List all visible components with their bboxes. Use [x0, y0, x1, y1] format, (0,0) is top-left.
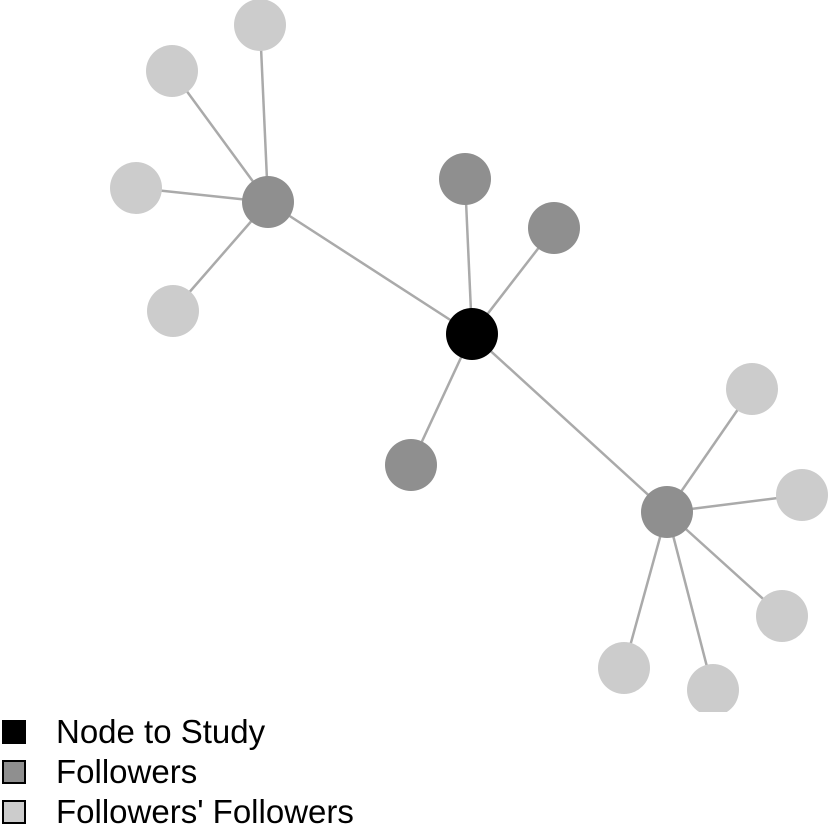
- network-graph: [110, 0, 828, 712]
- edge-center-f5: [471, 333, 668, 513]
- node-f1: [242, 176, 294, 228]
- edge-f5-b5: [622, 511, 669, 669]
- node-a2: [146, 45, 198, 97]
- legend-item-center: Node to Study: [0, 712, 354, 752]
- node-a4: [147, 285, 199, 337]
- node-b1: [726, 363, 778, 415]
- legend-label-followers-followers: Followers' Followers: [56, 793, 354, 830]
- edge-f1-a1: [258, 24, 270, 203]
- legend-label-center: Node to Study: [56, 713, 266, 750]
- node-center: [446, 308, 498, 360]
- node-f4: [385, 439, 437, 491]
- node-f5: [641, 486, 693, 538]
- node-a1: [234, 0, 286, 51]
- node-b4: [687, 664, 739, 712]
- legend: Node to Study Followers Followers' Follo…: [0, 712, 354, 832]
- edge-center-f1: [267, 200, 473, 336]
- node-b5: [598, 642, 650, 694]
- legend-swatch-center: [2, 720, 26, 744]
- node-a3: [110, 162, 162, 214]
- node-f3: [528, 202, 580, 254]
- node-b3: [756, 590, 808, 642]
- edge-f1-a2: [170, 70, 270, 203]
- legend-swatch-followers: [2, 760, 26, 784]
- node-b2: [776, 469, 828, 521]
- legend-item-followers-followers: Followers' Followers: [0, 792, 354, 832]
- node-layer: [110, 0, 828, 712]
- node-f2: [439, 153, 491, 205]
- legend-item-followers: Followers: [0, 752, 354, 792]
- legend-swatch-followers-followers: [2, 800, 26, 824]
- edge-f5-b4: [665, 511, 715, 691]
- legend-label-followers: Followers: [56, 753, 198, 790]
